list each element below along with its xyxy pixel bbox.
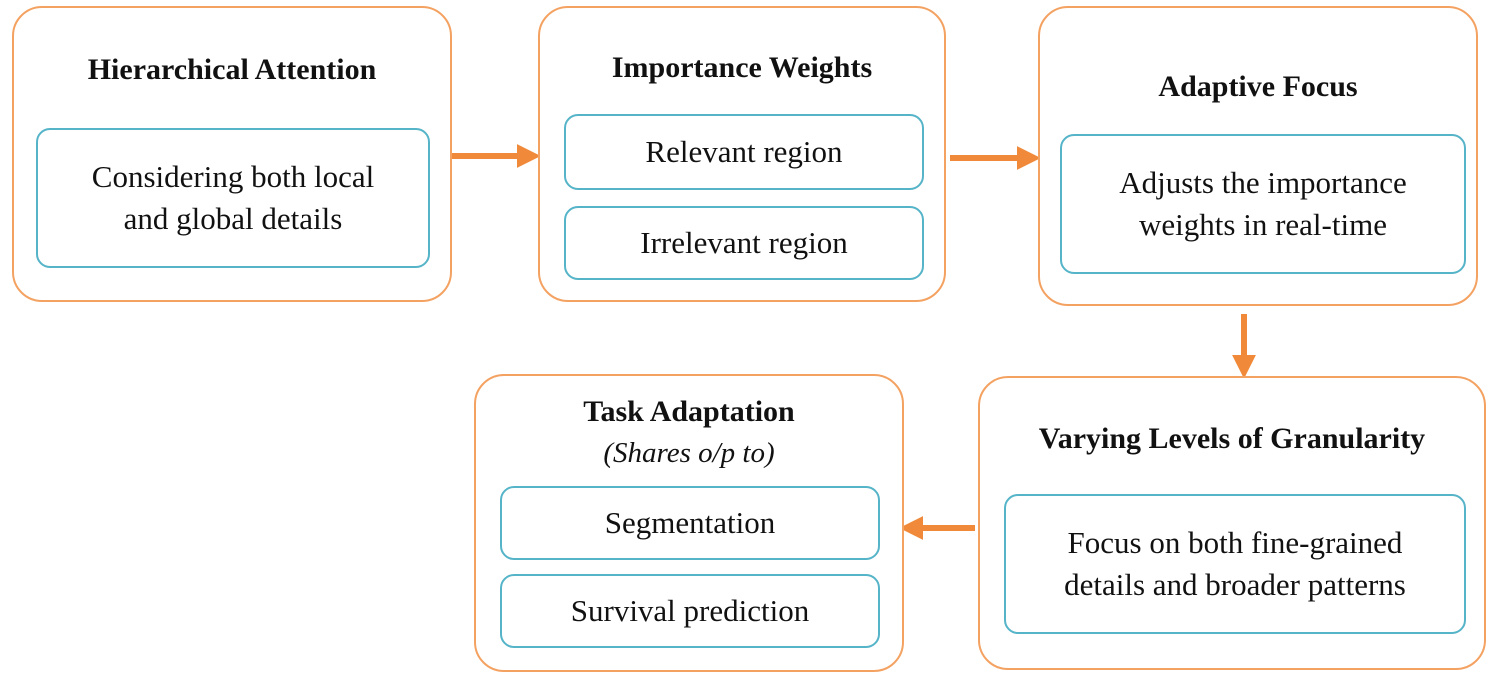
segmentation-label: Segmentation — [604, 505, 776, 540]
hierarchical-attention-box: Hierarchical Attention Considering both … — [12, 6, 452, 302]
hierarchical-attention-detail-line1: Considering both local — [91, 159, 375, 194]
adaptive-focus-detail-line1: Adjusts the importance — [1119, 165, 1407, 200]
adaptive-focus-detail-line2: weights in real-time — [1139, 207, 1387, 242]
survival-prediction-label: Survival prediction — [570, 593, 810, 628]
adaptive-focus-box: Adaptive Focus Adjusts the importance we… — [1038, 6, 1478, 306]
adaptive-focus-title: Adaptive Focus — [1158, 70, 1358, 103]
importance-weights-title: Importance Weights — [611, 51, 873, 84]
varying-levels-title: Varying Levels of Granularity — [1038, 422, 1426, 455]
hierarchical-attention-detail-line2: and global details — [123, 201, 343, 236]
varying-levels-detail: Focus on both fine-grained details and b… — [1004, 494, 1466, 634]
task-adaptation-subtitle: (Shares o/p to) — [603, 437, 775, 469]
relevant-region-item: Relevant region — [564, 114, 924, 190]
irrelevant-region-item: Irrelevant region — [564, 206, 924, 280]
survival-prediction-item: Survival prediction — [500, 574, 880, 648]
irrelevant-region-label: Irrelevant region — [640, 225, 848, 260]
varying-levels-detail-line2: details and broader patterns — [1064, 567, 1406, 602]
hierarchical-attention-title: Hierarchical Attention — [87, 53, 377, 86]
varying-levels-box: Varying Levels of Granularity Focus on b… — [978, 376, 1486, 670]
segmentation-item: Segmentation — [500, 486, 880, 560]
task-adaptation-title: Task Adaptation — [583, 395, 795, 428]
hierarchical-attention-detail: Considering both local and global detail… — [36, 128, 430, 268]
adaptive-focus-detail: Adjusts the importance weights in real-t… — [1060, 134, 1466, 274]
relevant-region-label: Relevant region — [645, 134, 843, 169]
task-adaptation-box: Task Adaptation (Shares o/p to) Segmenta… — [474, 374, 904, 672]
importance-weights-box: Importance Weights Relevant region Irrel… — [538, 6, 946, 302]
varying-levels-detail-line1: Focus on both fine-grained — [1067, 525, 1403, 560]
